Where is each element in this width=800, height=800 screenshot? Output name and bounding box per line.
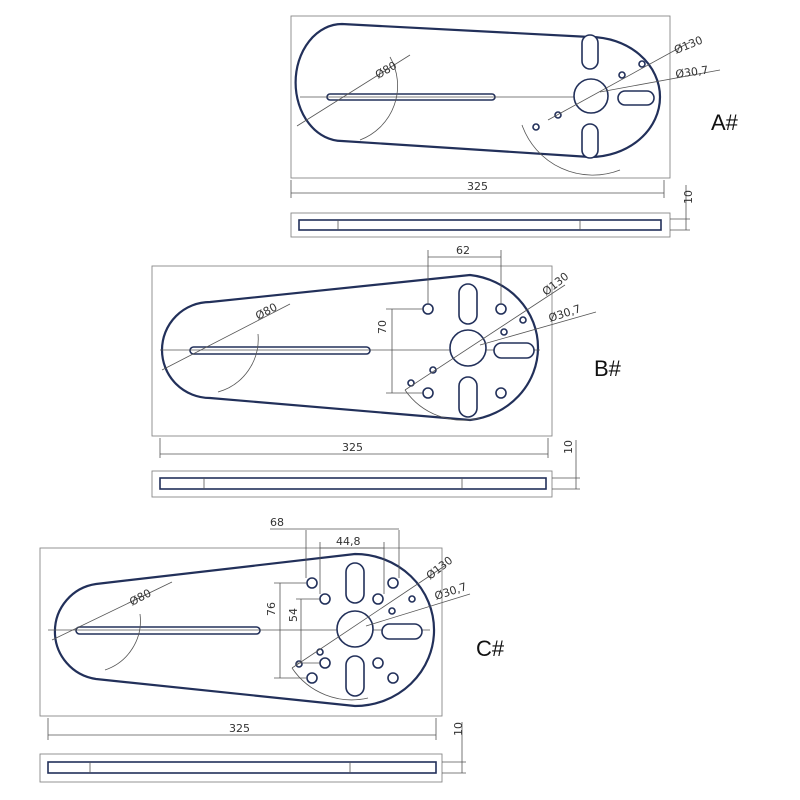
drawing-a-label: A# bbox=[711, 110, 739, 135]
drawing-b-center-hole bbox=[449, 329, 487, 367]
drawing-b-dim-62: 62 bbox=[456, 244, 470, 257]
drawing-b-dim-thickness: 10 bbox=[562, 440, 575, 454]
drawing-c-hole bbox=[319, 593, 331, 605]
drawing-c-hole bbox=[387, 672, 399, 684]
drawing-c-dim-phi130: Ø130 bbox=[424, 554, 455, 583]
drawing-a-hole bbox=[618, 71, 626, 79]
drawing-c-long-slot bbox=[75, 626, 261, 635]
drawing-c-hole bbox=[387, 577, 399, 589]
drawing-a-hole bbox=[638, 60, 646, 68]
drawing-b-dim-phi130: Ø130 bbox=[540, 270, 571, 299]
drawing-b-hole bbox=[495, 303, 507, 315]
drawing-c-dim-phi30: Ø30,7 bbox=[433, 580, 469, 603]
drawing-b-side-slot bbox=[493, 342, 535, 359]
drawing-c: 68 44,8 76 54 Ø80 Ø130 Ø30,7 325 10 C# bbox=[39, 516, 505, 783]
drawing-a-frame bbox=[290, 15, 671, 179]
drawing-c-hole bbox=[372, 657, 384, 669]
drawing-c-hole bbox=[388, 607, 396, 615]
drawing-b-hole bbox=[495, 387, 507, 399]
drawing-c-dim-448: 44,8 bbox=[336, 535, 361, 548]
drawing-c-hole bbox=[319, 657, 331, 669]
drawing-a-dim-phi30: Ø30,7 bbox=[675, 63, 710, 80]
drawing-a-bottom-slot bbox=[581, 123, 599, 159]
drawing-c-hole bbox=[316, 648, 324, 656]
drawing-b-dim-length: 325 bbox=[342, 441, 363, 454]
drawing-c-center-hole bbox=[336, 610, 374, 648]
drawing-b-hole bbox=[422, 387, 434, 399]
drawing-a-side-view bbox=[298, 219, 662, 231]
drawing-a: Ø80 Ø130 Ø30,7 325 10 A# bbox=[290, 15, 739, 238]
drawing-b-side-view bbox=[159, 477, 547, 490]
drawing-b-bottom-slot bbox=[458, 376, 478, 418]
drawing-c-hole bbox=[372, 593, 384, 605]
drawing-a-dim-phi130: Ø130 bbox=[672, 34, 704, 57]
drawing-b-dim-70: 70 bbox=[376, 320, 389, 334]
drawing-c-side-slot bbox=[381, 623, 423, 640]
drawing-b: 62 70 Ø80 Ø130 Ø30,7 325 10 B# bbox=[151, 244, 622, 498]
drawing-b-label: B# bbox=[594, 356, 622, 381]
drawing-c-frame bbox=[39, 547, 443, 717]
drawing-a-side-slot bbox=[617, 90, 655, 106]
drawing-c-side-frame bbox=[39, 753, 443, 783]
drawing-c-dim-68: 68 bbox=[270, 516, 284, 529]
drawing-c-hole bbox=[306, 577, 318, 589]
drawing-a-top-slot bbox=[581, 34, 599, 70]
drawing-a-side-frame bbox=[290, 212, 671, 238]
drawing-c-side-view bbox=[47, 761, 437, 774]
drawing-c-dim-54: 54 bbox=[287, 608, 300, 622]
drawing-b-frame bbox=[151, 265, 553, 437]
drawing-b-hole bbox=[500, 328, 508, 336]
drawing-c-dim-76: 76 bbox=[265, 602, 278, 616]
drawing-a-dim-length: 325 bbox=[467, 180, 488, 193]
drawing-b-hole bbox=[422, 303, 434, 315]
drawing-b-side-frame bbox=[151, 470, 553, 498]
drawing-b-top-slot bbox=[458, 283, 478, 325]
drawing-a-hole bbox=[532, 123, 540, 131]
drawing-a-dim-thickness: 10 bbox=[682, 190, 695, 204]
drawing-b-hole bbox=[519, 316, 527, 324]
drawing-b-long-slot bbox=[189, 346, 371, 355]
drawing-c-top-slot bbox=[345, 562, 365, 604]
drawing-c-hole bbox=[408, 595, 416, 603]
drawing-c-dim-thickness: 10 bbox=[452, 722, 465, 736]
drawing-c-dim-length: 325 bbox=[229, 722, 250, 735]
drawing-c-label: C# bbox=[476, 636, 505, 661]
drawing-c-bottom-slot bbox=[345, 655, 365, 697]
drawing-c-hole bbox=[306, 672, 318, 684]
